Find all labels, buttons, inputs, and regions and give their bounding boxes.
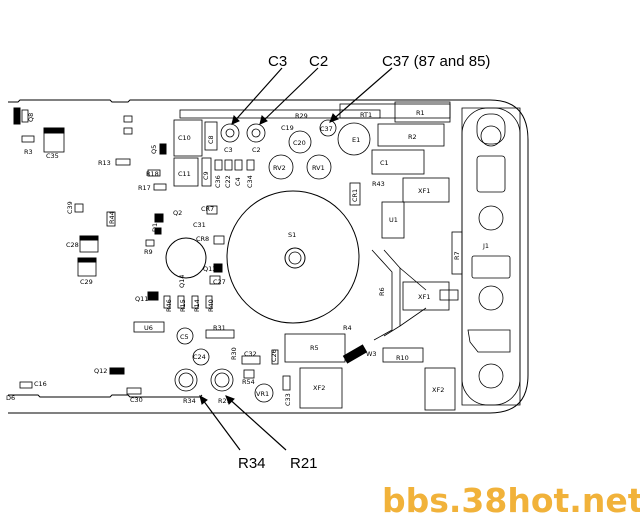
label-c39: C39 — [66, 201, 74, 214]
label-c30: C30 — [130, 396, 143, 404]
label-xf1b: XF1 — [418, 293, 430, 301]
label-rt1: RT1 — [360, 111, 372, 119]
label-r14: R14 — [193, 299, 201, 312]
label-c1: C1 — [380, 159, 389, 167]
callout-r34: R34 — [238, 455, 266, 472]
label-cr7: CR7 — [201, 205, 214, 213]
label-e1: E1 — [352, 136, 360, 144]
label-r4: R4 — [343, 324, 352, 332]
label-c10: C10 — [178, 134, 191, 142]
label-rv1: RV1 — [312, 164, 325, 172]
label-r40: R40 — [207, 299, 215, 312]
label-w3: W3 — [366, 350, 377, 358]
label-j1: J1 — [482, 242, 489, 250]
callout-c37: C37 (87 and 85) — [382, 53, 490, 70]
label-r5: R5 — [310, 344, 319, 352]
label-c27: C27 — [213, 278, 226, 286]
bridge-traces — [371, 249, 459, 341]
label-r18: R18 — [146, 170, 159, 178]
label-c33: C33 — [284, 393, 292, 406]
callout-r21: R21 — [290, 455, 318, 472]
reference-designators: R1 RT1 R2 R29 C37 C19 C20 E1 C1 C10 C8 C… — [6, 109, 461, 406]
label-r13: R13 — [98, 159, 111, 167]
label-r9: R9 — [144, 248, 153, 256]
label-c3: C3 — [224, 146, 233, 154]
polarized-capacitors — [13, 107, 368, 375]
label-r2: R2 — [408, 133, 417, 141]
label-s1: S1 — [288, 231, 296, 239]
label-c5: C5 — [180, 333, 189, 341]
label-q14: Q14 — [178, 275, 186, 288]
label-c29: C29 — [80, 278, 93, 286]
label-r31: R31 — [213, 324, 226, 332]
label-c8: C8 — [207, 135, 215, 144]
label-r10: R10 — [396, 354, 409, 362]
label-q11: Q11 — [135, 295, 148, 303]
transformer-s1: S1 — [226, 190, 360, 324]
label-r43: R43 — [372, 180, 385, 188]
label-r3: R3 — [24, 148, 33, 156]
label-q12: Q12 — [94, 367, 107, 375]
label-c32: C32 — [244, 350, 257, 358]
label-r6: R6 — [378, 287, 386, 296]
watermark: bbs.38hot.net — [382, 481, 640, 518]
label-d1: D1 — [151, 223, 159, 232]
label-c9: C9 — [202, 171, 210, 180]
label-q2: Q2 — [173, 209, 182, 217]
label-rv2: RV2 — [273, 164, 286, 172]
label-vr1: VR1 — [256, 390, 269, 398]
callout-c3: C3 — [268, 53, 287, 70]
callout-leaders — [199, 67, 393, 451]
label-c36: C36 — [214, 175, 222, 188]
label-c34: C34 — [246, 175, 254, 188]
label-q8: Q8 — [27, 113, 35, 122]
label-c31: C31 — [193, 221, 206, 229]
label-r54: R54 — [242, 378, 255, 386]
label-c2: C2 — [252, 146, 261, 154]
label-c35: C35 — [46, 152, 59, 160]
label-r7: R7 — [453, 251, 461, 260]
label-u6: U6 — [144, 324, 153, 332]
label-c26: C26 — [270, 349, 278, 362]
label-q13: Q13 — [203, 265, 216, 273]
label-xf1a: XF1 — [418, 187, 430, 195]
connector-j1: J1 — [467, 113, 511, 389]
label-r17: R17 — [138, 184, 151, 192]
label-c24: C24 — [193, 353, 206, 361]
label-c16: C16 — [34, 380, 47, 388]
label-c19: C19 — [281, 124, 294, 132]
label-c11: C11 — [178, 170, 191, 178]
callout-labels: C3 C2 C37 (87 and 85) R34 R21 — [238, 53, 490, 472]
label-c4: C4 — [234, 177, 242, 186]
label-r21: R21 — [218, 397, 231, 405]
label-c20: C20 — [293, 139, 306, 147]
label-d6: D6 — [6, 394, 15, 402]
label-cr8: CR8 — [196, 235, 209, 243]
label-r29: R29 — [295, 112, 308, 120]
label-xf2b: XF2 — [432, 386, 444, 394]
round-components — [165, 119, 371, 403]
label-r1: R1 — [416, 109, 425, 117]
callout-c2: C2 — [309, 53, 328, 70]
label-r15: R15 — [179, 299, 187, 312]
label-xf2a: XF2 — [313, 384, 325, 392]
label-r30: R30 — [230, 347, 238, 360]
board-outline — [8, 99, 529, 414]
label-cr1: CR1 — [351, 189, 359, 202]
label-r44: R44 — [108, 211, 116, 224]
label-c28: C28 — [66, 241, 79, 249]
label-u1: U1 — [389, 216, 398, 224]
label-c22: C22 — [224, 175, 232, 188]
label-r34: R34 — [183, 397, 196, 405]
label-q5: Q5 — [150, 145, 158, 154]
label-r46: R46 — [165, 299, 173, 312]
label-c37: C37 — [320, 125, 333, 133]
rectangular-components — [19, 101, 463, 411]
